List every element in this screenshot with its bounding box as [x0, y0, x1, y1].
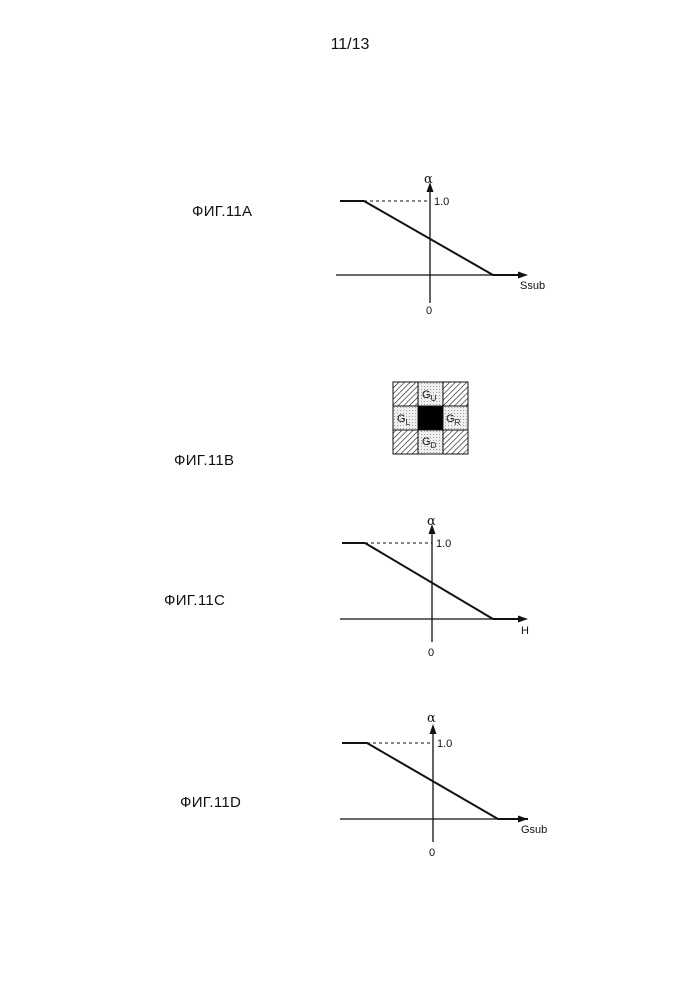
x-axis-label: Ssub [520, 280, 545, 292]
plot-11d: α 1.0 0 Gsub [330, 710, 560, 870]
corner-cell-bottom-right [443, 430, 468, 454]
origin-label: 0 [428, 647, 434, 659]
corner-cell-bottom-left [393, 430, 418, 454]
plot-11a: α 1.0 0 Ssub [330, 168, 560, 328]
figure-label-11d: ФИГ.11D [180, 794, 241, 811]
pixel-neighborhood-grid: GU GL GR GD [393, 382, 468, 454]
y-axis-label: α [427, 711, 436, 726]
alpha-curve [342, 743, 528, 819]
figure-label-11c: ФИГ.11С [164, 592, 225, 609]
page-number: 11/13 [0, 36, 700, 54]
origin-label: 0 [426, 305, 432, 317]
plot-11c: α 1.0 0 H [330, 510, 560, 670]
alpha-curve [342, 543, 520, 619]
figure-label-11b: ФИГ.11В [174, 452, 234, 469]
y-tick-label: 1.0 [434, 196, 449, 208]
y-tick-label: 1.0 [437, 738, 452, 750]
x-axis-label: Gsub [521, 824, 547, 836]
corner-cell-top-right [443, 382, 468, 406]
corner-cell-top-left [393, 382, 418, 406]
y-axis-label: α [427, 514, 436, 529]
x-axis-label: H [521, 625, 529, 637]
origin-label: 0 [429, 847, 435, 859]
figure-label-11a: ФИГ.11А [192, 203, 252, 220]
y-tick-label: 1.0 [436, 538, 451, 550]
y-axis-label: α [424, 172, 433, 187]
center-pixel [418, 406, 443, 430]
